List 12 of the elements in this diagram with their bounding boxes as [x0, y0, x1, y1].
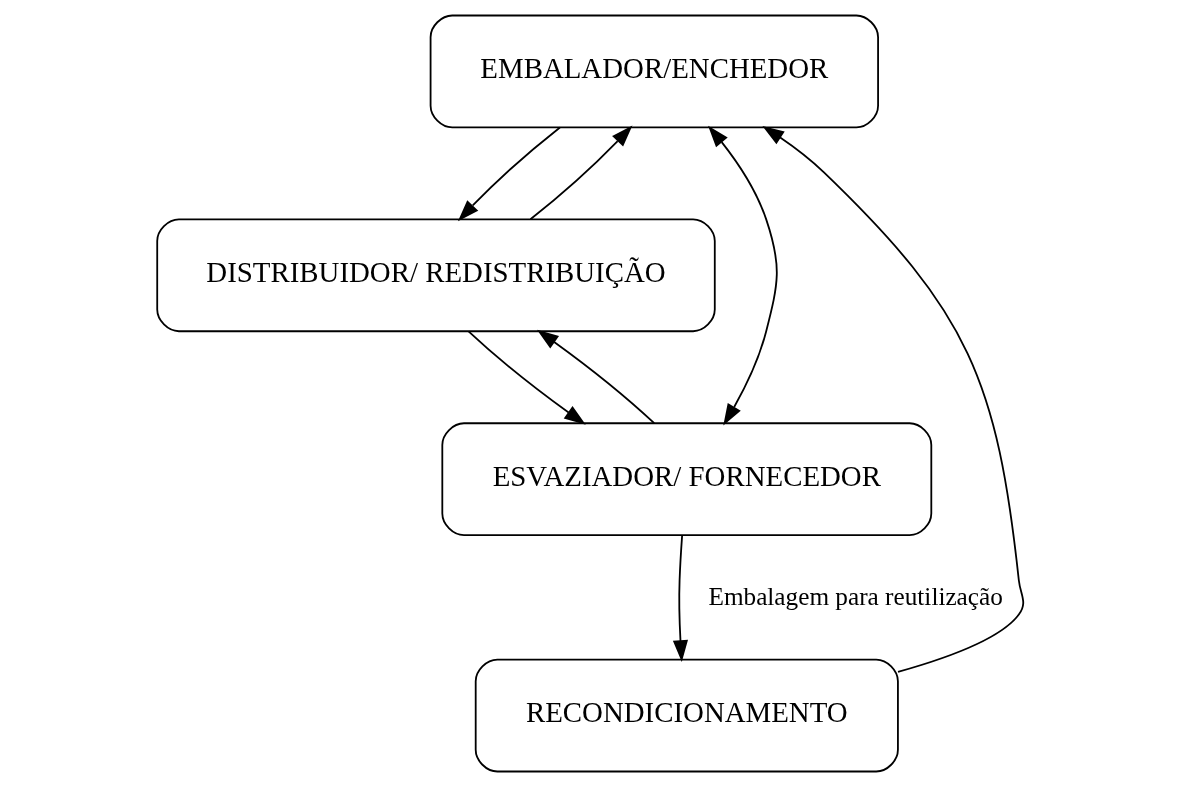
arrow — [762, 126, 1025, 673]
arrow — [529, 125, 633, 221]
edge-label: Embalagem para reutilização — [708, 581, 1003, 610]
arrow — [536, 329, 656, 425]
arrow — [457, 126, 561, 222]
arrow — [467, 330, 586, 425]
node-box: EMBALADOR/ENCHEDOR — [429, 14, 879, 129]
node-box: DISTRIBUIDOR/ REDISTRIBUIÇÃO — [156, 218, 716, 333]
node-box: ESVAZIADOR/ FORNECEDOR — [441, 422, 933, 537]
arrow — [708, 125, 778, 426]
node-box: RECONDICIONAMENTO — [474, 658, 899, 773]
arrow — [672, 534, 689, 662]
